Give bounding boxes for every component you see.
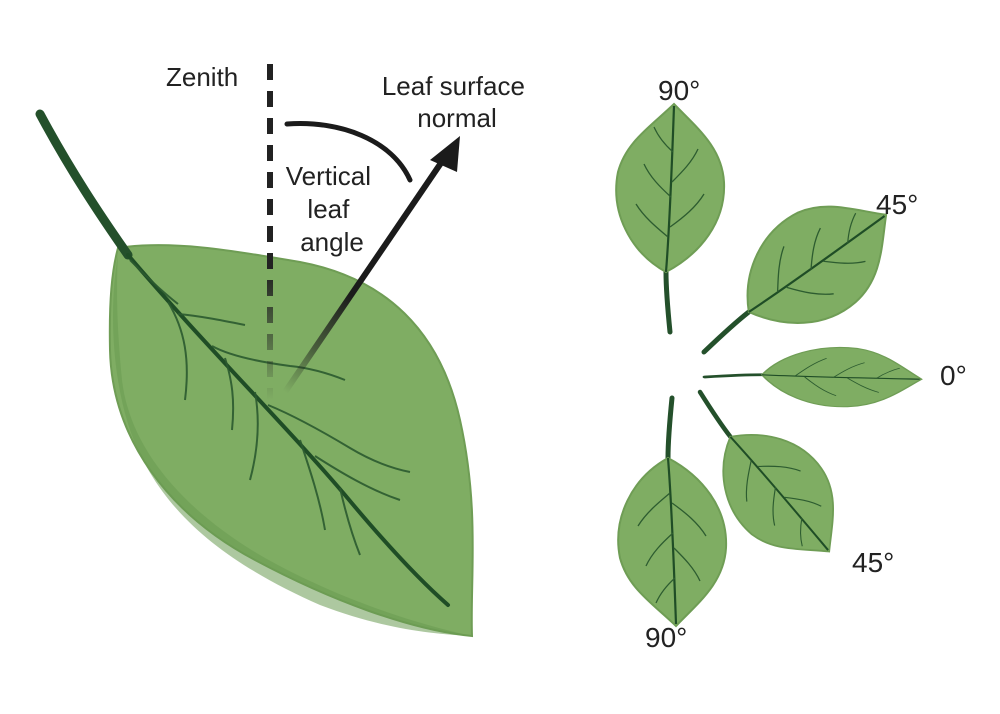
angle-label-0: 0° [940,360,967,391]
big-leaf [35,109,474,638]
big-leaf-stem [35,109,133,260]
surface-normal-arrowhead [430,136,460,172]
normal-label-line-1: Leaf surface [382,71,525,101]
normal-label-line-2: normal [417,103,496,133]
leaf-90-up [616,104,724,332]
big-leaf-veins [129,259,411,556]
surface-normal-arrow-shaft [282,158,446,394]
surface-normal-label: Leaf surface normal [382,71,532,133]
angle-label-line-1: Vertical [286,161,371,191]
leaf-0 [705,347,922,406]
angle-label-90-bottom: 90° [645,622,687,653]
angle-label-45-bottom: 45° [852,547,894,578]
angle-label-90-top: 90° [658,75,700,106]
vertical-leaf-angle-label: Vertical leaf angle [286,161,379,257]
angle-arc [284,121,413,183]
angle-label-line-3: angle [300,227,364,257]
angle-label-45-top: 45° [876,189,918,220]
angle-label-line-2: leaf [307,194,350,224]
zenith-label: Zenith [166,62,238,92]
big-leaf-midrib [126,253,450,607]
leaf-90-down [618,398,726,626]
